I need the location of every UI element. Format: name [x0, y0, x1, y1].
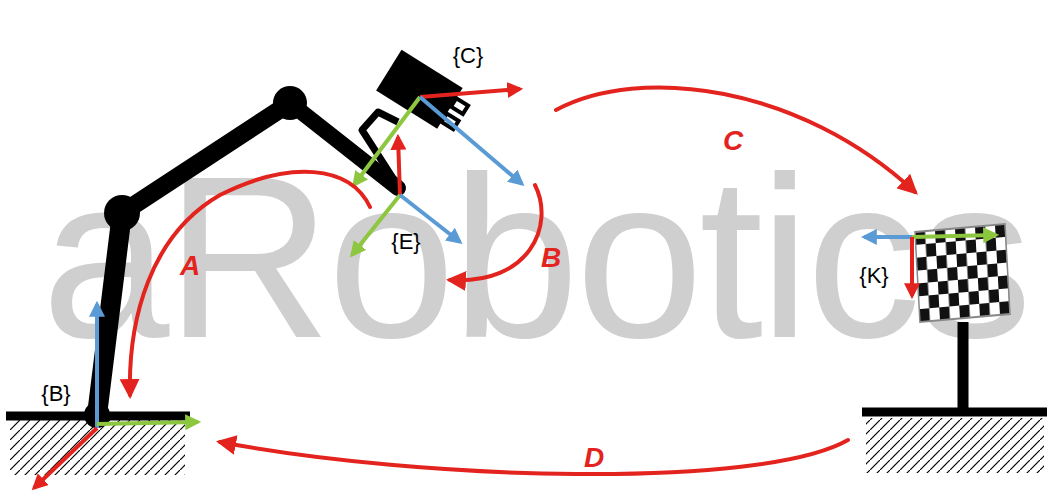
ground-hatch	[10, 420, 185, 475]
frame-c-axes	[354, 89, 522, 185]
frame-label: {E}	[391, 231, 420, 253]
frame-label: {C}	[453, 45, 484, 67]
joint	[104, 195, 140, 231]
frame-e-axes	[352, 137, 460, 255]
checkerboard	[915, 224, 1010, 322]
transform-label: A	[180, 252, 200, 280]
transform-label: D	[584, 444, 604, 472]
robot-arm	[97, 103, 398, 415]
transform-arrows	[130, 87, 915, 474]
frame-label: {K}	[859, 265, 888, 287]
ground-line	[862, 408, 1047, 417]
transform-label: C	[723, 127, 743, 155]
transform-label: B	[541, 244, 561, 272]
target-stand	[958, 322, 969, 412]
joint	[273, 86, 307, 120]
ground-hatch	[866, 418, 1044, 473]
frame-label: {B}	[41, 383, 70, 405]
frame-b-axes	[34, 304, 198, 488]
